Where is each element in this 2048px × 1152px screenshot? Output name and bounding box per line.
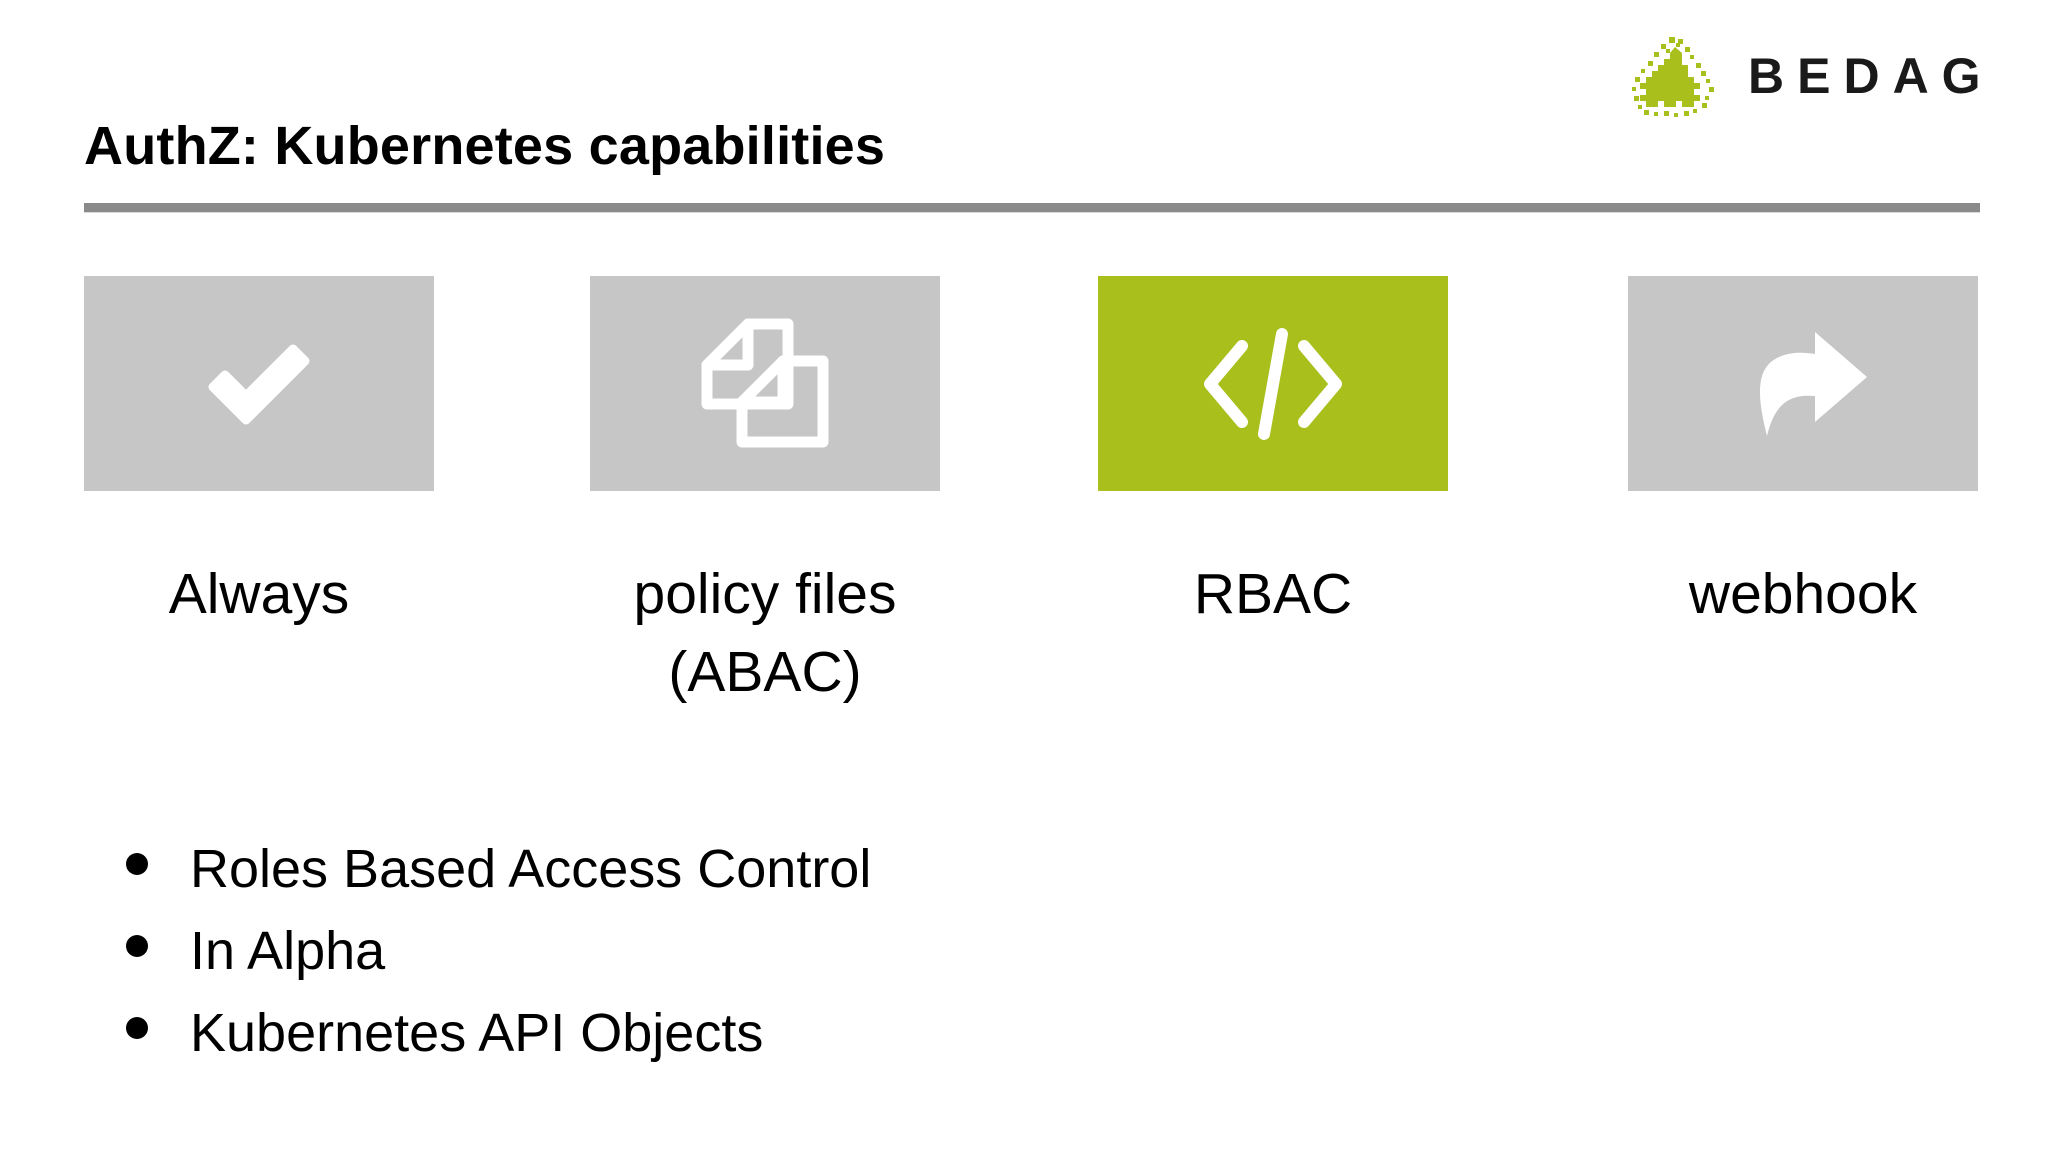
- caption-line-1: Always: [168, 562, 350, 626]
- option-tile-webhook[interactable]: [1628, 276, 1978, 491]
- list-item-label: In Alpha: [190, 921, 386, 981]
- bedag-logo: BEDAG: [1630, 28, 2010, 124]
- caption-line-1: policy files: [633, 562, 897, 626]
- option-caption-always: Always: [84, 555, 434, 633]
- option-caption-webhook: webhook: [1628, 555, 1978, 633]
- list-item: Roles Based Access Control: [126, 828, 1526, 910]
- check-icon: [199, 329, 319, 439]
- bullet-dot-icon: [126, 1017, 148, 1039]
- bullet-dot-icon: [126, 853, 148, 875]
- bedag-pixel-triangle-icon: [1630, 33, 1722, 119]
- bullet-dot-icon: [126, 935, 148, 957]
- option-tile-rbac[interactable]: [1098, 276, 1448, 491]
- list-item-label: Kubernetes API Objects: [190, 1003, 764, 1063]
- title-divider: [84, 203, 1980, 212]
- share-arrow-icon: [1733, 324, 1873, 444]
- option-caption-policy-files: policy files (ABAC): [590, 555, 940, 711]
- option-tile-policy-files[interactable]: [590, 276, 940, 491]
- list-item-label: Roles Based Access Control: [190, 839, 872, 899]
- code-brackets-icon: [1198, 324, 1348, 444]
- list-item: In Alpha: [126, 910, 1526, 992]
- authz-options-row: [0, 276, 2048, 491]
- option-captions-row: Always policy files (ABAC) RBAC webhook: [0, 555, 2048, 725]
- caption-line-1: webhook: [1688, 562, 1918, 626]
- option-tile-always[interactable]: [84, 276, 434, 491]
- copy-documents-icon: [695, 314, 835, 454]
- logo-wordmark: BEDAG: [1748, 48, 1994, 104]
- caption-line-2: (ABAC): [668, 640, 862, 704]
- page-title: AuthZ: Kubernetes capabilities: [84, 116, 886, 176]
- list-item: Kubernetes API Objects: [126, 992, 1526, 1074]
- caption-line-1: RBAC: [1193, 562, 1353, 626]
- bullet-list: Roles Based Access Control In Alpha Kube…: [126, 828, 1526, 1074]
- option-caption-rbac: RBAC: [1098, 555, 1448, 633]
